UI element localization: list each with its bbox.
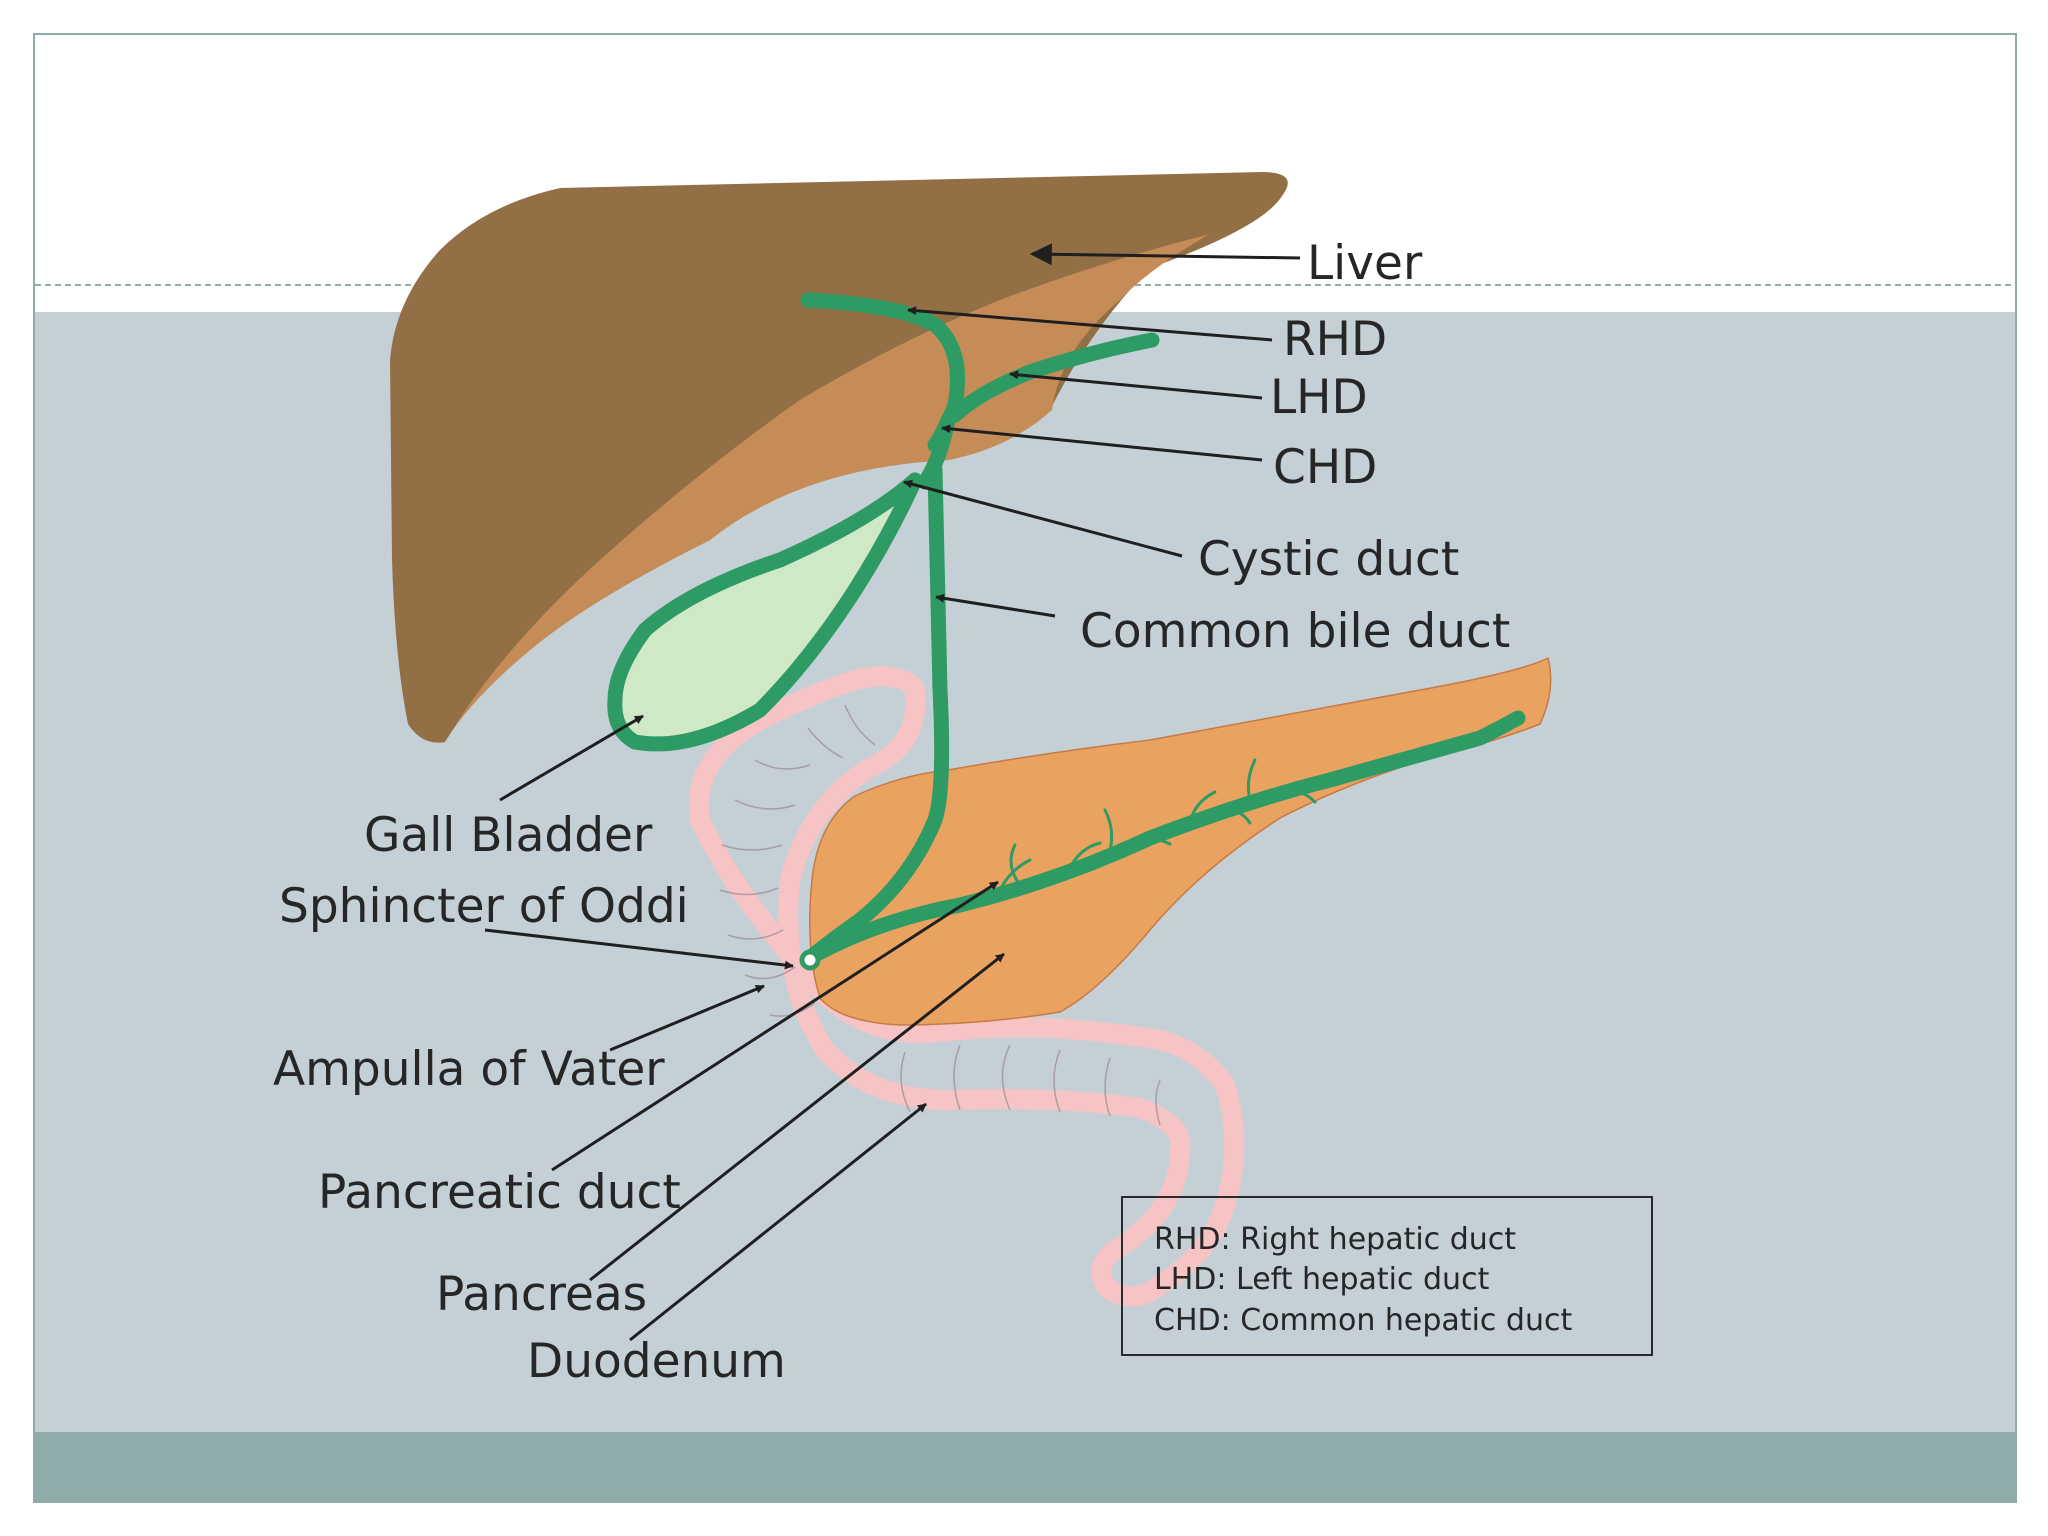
liver-underside <box>445 234 1210 742</box>
gall-bladder-arrow <box>499 714 644 802</box>
gall-bladder <box>607 472 923 752</box>
label-sphincter-of-oddi: Sphincter of Oddi <box>279 879 689 934</box>
ampulla-dot <box>799 949 821 971</box>
label-chd: CHD <box>1273 440 1377 495</box>
key-entry-rhd: RHD: Right hepatic duct <box>1154 1222 1516 1257</box>
label-lhd: LHD <box>1270 370 1368 425</box>
ampulla-arrow <box>609 984 765 1052</box>
label-rhd: RHD <box>1283 312 1387 367</box>
duodenum-fill <box>774 684 1233 1297</box>
pancreatic-duct <box>807 710 1526 963</box>
label-pancreas: Pancreas <box>436 1267 647 1322</box>
rhd-arrow <box>907 306 1273 342</box>
bile-ducts <box>800 292 1526 966</box>
label-duodenum: Duodenum <box>527 1334 786 1389</box>
pancreatic-duct-arrow <box>551 880 999 1172</box>
key-entry-lhd: LHD: Left hepatic duct <box>1154 1262 1490 1297</box>
cystic-duct-arrow <box>903 479 1183 558</box>
pancreas-arrow <box>589 952 1005 1282</box>
abbreviation-key: RHD: Right hepatic duct LHD: Left hepati… <box>1121 1196 1653 1356</box>
footer-band <box>35 1432 2015 1502</box>
label-common-bile-duct: Common bile duct <box>1080 604 1510 659</box>
left-hepatic-duct <box>947 332 1160 423</box>
label-cystic-duct: Cystic duct <box>1198 532 1459 587</box>
pancreatic-duct-branches <box>998 758 1317 892</box>
lhd-arrow <box>1009 370 1263 400</box>
chd-arrow <box>941 424 1263 462</box>
label-liver: Liver <box>1307 236 1423 291</box>
label-pancreatic-duct: Pancreatic duct <box>318 1165 681 1220</box>
duodenum <box>688 666 1245 1307</box>
abbreviation-key-box <box>1121 1196 1653 1356</box>
common-bile-duct-arrow <box>935 593 1056 618</box>
duodenum-arrow <box>629 1102 927 1342</box>
pancreas <box>809 656 1552 1026</box>
label-gall-bladder: Gall Bladder <box>364 808 653 863</box>
sphincter-arrow <box>484 928 794 970</box>
liver-arrow <box>1029 243 1301 266</box>
label-ampulla-of-vater: Ampulla of Vater <box>273 1042 665 1097</box>
key-entry-chd: CHD: Common hepatic duct <box>1154 1303 1572 1338</box>
leader-lines <box>484 243 1301 1342</box>
